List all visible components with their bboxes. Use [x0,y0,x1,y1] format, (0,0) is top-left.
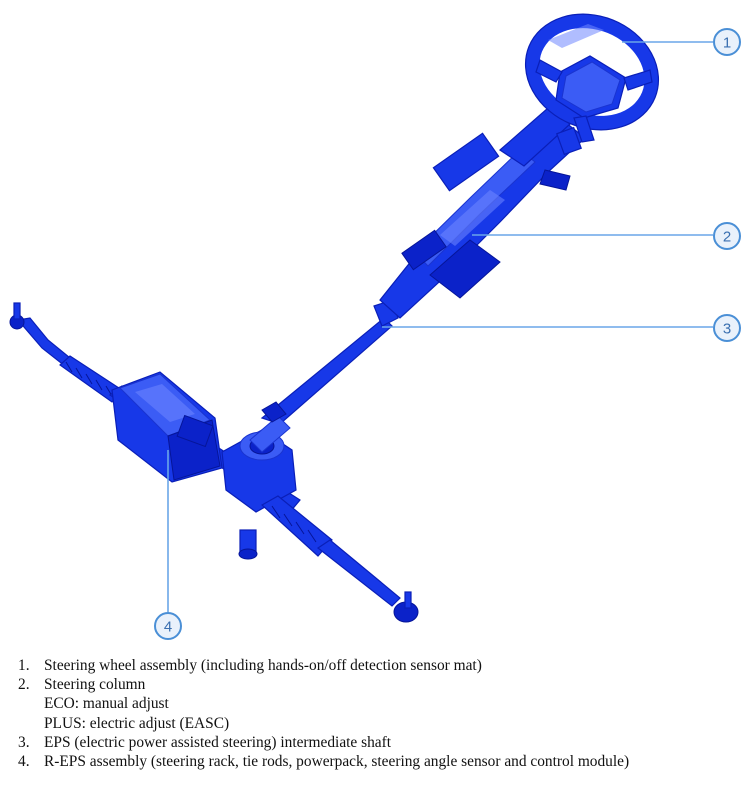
intermediate-shaft-illustration [249,299,399,453]
legend-subitem-plus: PLUS: electric adjust (EASC) [44,714,230,732]
svg-text:1: 1 [723,35,731,52]
svg-text:4: 4 [164,619,172,636]
legend-item-number: 4. [18,753,30,771]
legend-item-text: R-EPS assembly (steering rack, tie rods,… [44,753,630,771]
steering-wheel-illustration [524,13,660,143]
legend-subitem-eco: ECO: manual adjust [44,695,169,713]
steering-column-illustration [379,107,586,319]
legend-item-2: 2. Steering column ECO: manual adjust PL… [18,675,751,733]
callout-4: 4 [154,612,182,640]
callout-1: 1 [713,28,741,56]
steering-system-diagram: 1 2 3 4 [9,13,741,640]
legend-list: 1. Steering wheel assembly (including ha… [0,656,751,771]
legend-item-3: 3. EPS (electric power assisted steering… [18,733,751,752]
legend: 1. Steering wheel assembly (including ha… [0,656,751,771]
legend-item-4: 4. R-EPS assembly (steering rack, tie ro… [18,752,751,771]
legend-item-text: Steering wheel assembly (including hands… [44,657,482,674]
callout-3: 3 [713,314,741,342]
legend-item-text: Steering column [44,676,146,694]
svg-text:2: 2 [723,229,731,246]
legend-item-number: 3. [18,733,30,751]
legend-item-1: 1. Steering wheel assembly (including ha… [18,656,751,675]
legend-item-number: 1. [18,657,30,674]
legend-item-number: 2. [18,676,30,694]
legend-item-text: EPS (electric power assisted steering) i… [44,733,392,751]
steering-rack-illustration [9,302,419,623]
svg-text:3: 3 [723,321,731,338]
callout-2: 2 [713,222,741,250]
